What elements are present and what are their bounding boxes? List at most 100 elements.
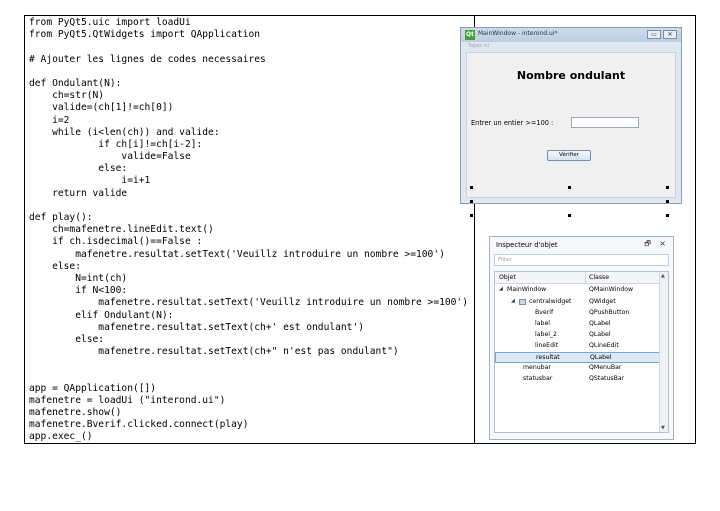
code-line: elif Ondulant(N): (29, 309, 174, 321)
code-line: if ch[i]!=ch[i-2]: (29, 138, 203, 150)
inspector-header: Inspecteur d'objet 🗗 × (490, 237, 673, 253)
filter-placeholder: Filter (498, 257, 512, 263)
vertical-scrollbar[interactable]: ▲ ▼ (659, 272, 668, 432)
tree-row[interactable]: ◢ MainWindow QMainWindow (495, 285, 660, 296)
code-line: mafenetre.resultat.setText(ch+' est ondu… (29, 321, 365, 333)
column-header-class[interactable]: Classe (589, 274, 610, 281)
code-line: app.exec_() (29, 431, 93, 443)
qt-logo-icon: Qt (465, 30, 475, 40)
tree-row[interactable]: ◢ centralwidget QWidget (495, 297, 660, 308)
code-line: while (i<len(ch)) and valide: (29, 126, 220, 138)
selection-handle[interactable] (666, 186, 669, 189)
code-line: # Ajouter les lignes de codes necessaire… (29, 53, 266, 65)
tree-row[interactable]: Bverif QPushButton (495, 308, 660, 319)
object-class: QStatusBar (589, 375, 625, 382)
code-line: mafenetre.show() (29, 407, 122, 418)
code-line (29, 200, 473, 212)
close-panel-icon[interactable]: × (659, 239, 666, 248)
code-line: else: (29, 333, 105, 345)
form-heading: Nombre ondulant (516, 69, 626, 82)
code-line: if N<100: (29, 285, 128, 297)
code-line: mafenetre.Bverif.clicked.connect(play) (29, 419, 249, 431)
qt-main-window: Qt MainWindow - interond.ui* ▭ ✕ Tapez i… (460, 27, 682, 217)
code-line: mafenetre.resultat.setText('Veuillz intr… (29, 297, 468, 309)
object-name: centralwidget (529, 298, 572, 305)
object-inspector: Inspecteur d'objet 🗗 × Filter Objet Clas… (489, 236, 674, 440)
object-tree: Objet Classe ◢ MainWindow QMainWindow ◢ … (494, 271, 669, 433)
menubar[interactable]: Tapez ici (466, 43, 676, 51)
window-title: MainWindow - interond.ui* (478, 30, 558, 37)
code-line: def Ondulant(N): (29, 77, 122, 89)
tree-header: Objet Classe (495, 272, 660, 284)
selection-handle[interactable] (666, 214, 669, 217)
verify-button[interactable]: Vérifier (547, 150, 591, 161)
code-line: mafenetre.resultat.setText('Veuillz intr… (29, 248, 445, 260)
selection-handle[interactable] (470, 186, 473, 189)
object-class: QMainWindow (589, 286, 634, 293)
number-input[interactable] (571, 117, 639, 128)
selection-handle[interactable] (666, 200, 669, 203)
selection-handle[interactable] (568, 214, 571, 217)
central-widget: Nombre ondulant Entrer un entier >=100 :… (466, 52, 676, 217)
code-line: app = QApplication([]) (29, 382, 157, 394)
page-frame (24, 15, 696, 444)
inspector-title: Inspecteur d'objet (496, 241, 558, 249)
object-class: QLineEdit (589, 342, 619, 349)
code-line: else: (29, 260, 81, 272)
column-separator[interactable] (585, 272, 586, 283)
object-name: lineEdit (535, 342, 559, 349)
selection-handle[interactable] (470, 214, 473, 217)
object-class: QWidget (589, 298, 616, 305)
code-line: mafenetre.resultat.setText(ch+" n'est pa… (29, 346, 399, 358)
tree-row[interactable]: label QLabel (495, 319, 660, 330)
code-line: mafenetre = loadUi ("interond.ui") (29, 394, 226, 406)
tree-row[interactable]: label_2 QLabel (495, 330, 660, 341)
menubar-hint[interactable]: Tapez ici (468, 43, 490, 49)
scroll-up-icon[interactable]: ▲ (661, 273, 665, 279)
minimize-button[interactable]: ▭ (647, 30, 661, 39)
column-divider (474, 15, 475, 444)
scroll-down-icon[interactable]: ▼ (661, 425, 665, 431)
column-header-object[interactable]: Objet (499, 274, 516, 281)
code-line (29, 66, 473, 78)
code-line: valide=(ch[1]!=ch[0]) (29, 102, 174, 114)
code-line (29, 41, 473, 53)
close-button[interactable]: ✕ (663, 30, 677, 39)
widget-icon (519, 299, 526, 305)
code-line: i=2 (29, 114, 70, 126)
object-name: label_2 (535, 331, 557, 338)
code-line: if ch.isdecimal()==False : (29, 236, 203, 248)
code-line: from PyQt5.QtWidgets import QApplication (29, 29, 261, 41)
filter-input[interactable]: Filter (494, 254, 669, 266)
float-panel-icon[interactable]: 🗗 (644, 240, 651, 248)
code-line: def play(): (29, 212, 93, 223)
tree-row[interactable]: statusbar QStatusBar (495, 374, 660, 385)
code-line: return valide (29, 187, 128, 199)
object-name: label (535, 320, 550, 327)
code-line: ch=str(N) (29, 90, 105, 102)
object-name: menubar (523, 364, 551, 371)
expand-arrow-icon[interactable]: ◢ (499, 286, 503, 292)
selection-handle[interactable] (470, 200, 473, 203)
code-line (29, 370, 473, 382)
input-label: Entrer un entier >=100 : (471, 119, 554, 127)
code-line: else: (29, 163, 128, 175)
object-name: MainWindow (507, 286, 547, 293)
object-class: QLabel (589, 320, 611, 327)
selection-handle[interactable] (568, 186, 571, 189)
code-line: i=i+1 (29, 175, 151, 187)
tree-row[interactable]: menubar QMenuBar (495, 363, 660, 374)
code-line: ch=mafenetre.lineEdit.text() (29, 224, 214, 236)
object-class: QLabel (589, 331, 611, 338)
tree-row-selected[interactable]: resultat QLabel (495, 352, 660, 363)
object-class: QPushButton (589, 309, 630, 316)
object-name: Bverif (535, 309, 554, 316)
object-name: resultat (536, 354, 560, 361)
object-name: statusbar (523, 375, 553, 382)
object-class: QLabel (590, 354, 612, 361)
tree-row[interactable]: lineEdit QLineEdit (495, 341, 660, 352)
code-line: from PyQt5.uic import loadUi (29, 17, 191, 28)
expand-arrow-icon[interactable]: ◢ (511, 298, 515, 304)
code-line (29, 358, 473, 370)
